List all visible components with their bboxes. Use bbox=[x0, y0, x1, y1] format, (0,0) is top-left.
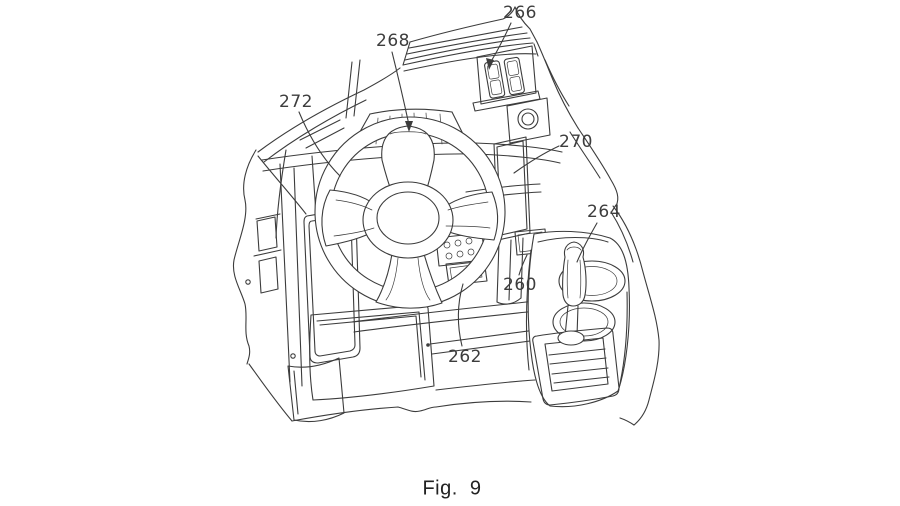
overhead-switch-panel bbox=[472, 45, 541, 112]
ref-label-264: 264 bbox=[587, 202, 621, 222]
ref-label-260: 260 bbox=[503, 275, 537, 295]
torn-edge-right bbox=[610, 205, 660, 426]
right-pillar bbox=[506, 41, 619, 207]
ref-label-270: 270 bbox=[559, 132, 593, 152]
torn-edge-bottom bbox=[248, 363, 635, 426]
figure-caption: Fig. 9 bbox=[422, 477, 482, 500]
roof-panel bbox=[402, 6, 539, 72]
ref-label-262: 262 bbox=[448, 347, 482, 367]
left-side-panels bbox=[245, 163, 345, 423]
center-console bbox=[526, 230, 630, 408]
gear-shifter bbox=[557, 241, 587, 346]
ref-label-272: 272 bbox=[279, 92, 313, 112]
ref-label-268: 268 bbox=[376, 31, 410, 51]
lower-dash-panel bbox=[309, 304, 561, 401]
windshield-pillar-frame bbox=[257, 59, 401, 239]
ref-label-266: 266 bbox=[503, 3, 537, 23]
steering-wheel bbox=[314, 116, 506, 309]
leader-lines bbox=[298, 22, 598, 347]
torn-edge-left bbox=[232, 149, 257, 365]
